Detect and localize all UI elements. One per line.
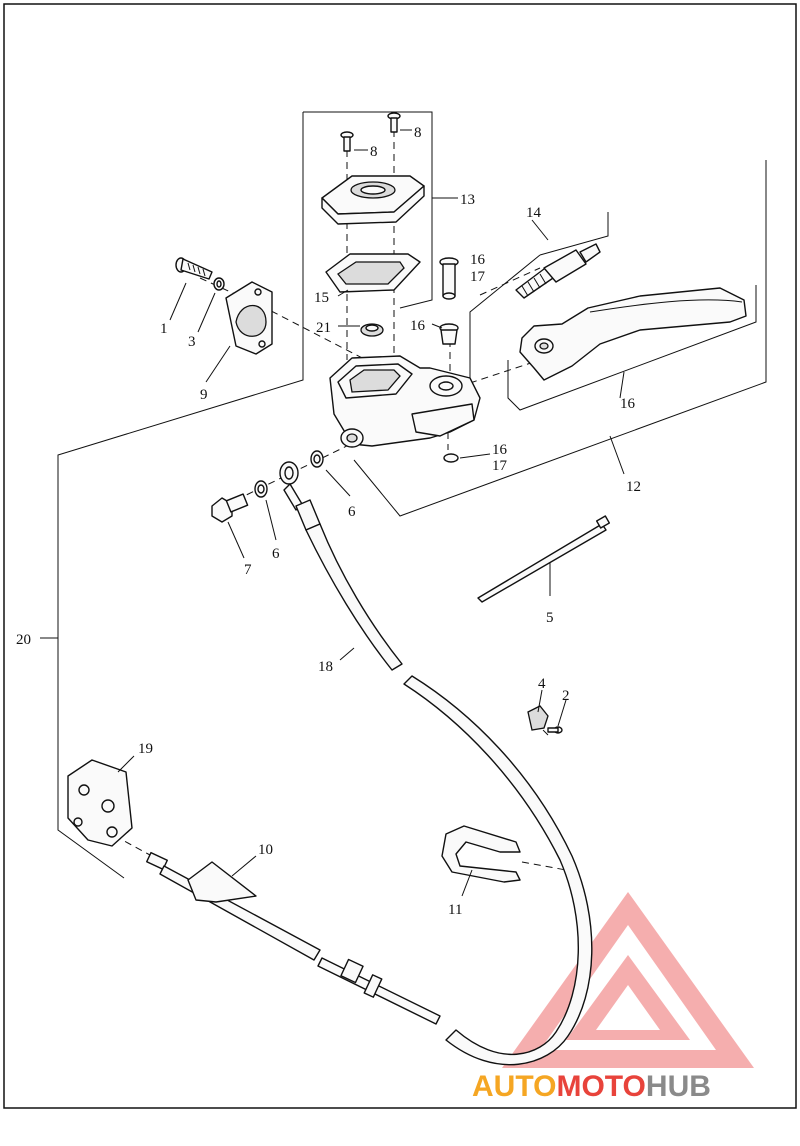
screw-8a-icon <box>340 131 354 152</box>
label-4: 4 <box>538 676 546 692</box>
assembly-outlines <box>40 111 767 879</box>
label-1: 1 <box>160 321 168 337</box>
callout-labels: 1 3 9 8 8 13 14 15 16 17 21 16 16 16 17 … <box>16 125 641 918</box>
clamp-washer-icon <box>213 277 225 291</box>
screw-8b-icon <box>387 112 401 133</box>
label-16b: 16 <box>410 318 426 334</box>
label-6b: 6 <box>272 546 280 562</box>
retaining-ring-icon <box>443 453 459 463</box>
cable-tie-icon <box>477 515 611 603</box>
label-17b: 17 <box>492 458 508 474</box>
slave-cylinder-icon <box>67 759 133 847</box>
label-20: 20 <box>16 632 31 648</box>
label-8a: 8 <box>370 144 378 160</box>
page-frame <box>3 3 797 1109</box>
callout-leaders <box>117 129 625 897</box>
label-16c: 16 <box>620 396 636 412</box>
label-16d: 16 <box>492 442 508 458</box>
label-18: 18 <box>318 659 333 675</box>
push-rod-assembly-icon <box>515 243 601 299</box>
hose-clip-icon <box>527 705 549 731</box>
clamp-screw-icon <box>175 257 213 280</box>
label-12: 12 <box>626 479 641 495</box>
cable-clamp-icon <box>441 825 521 883</box>
pivot-pin-icon <box>439 257 459 300</box>
label-10: 10 <box>258 842 273 858</box>
label-5: 5 <box>546 610 554 626</box>
watermark-text: AUTOMOTOHUB <box>472 1070 711 1103</box>
label-21: 21 <box>316 320 331 336</box>
label-8b: 8 <box>414 125 422 141</box>
label-19: 19 <box>138 741 153 757</box>
label-9: 9 <box>200 387 208 403</box>
label-15: 15 <box>314 290 329 306</box>
label-2: 2 <box>562 688 570 704</box>
watermark-logo <box>502 892 754 1068</box>
label-13: 13 <box>460 192 475 208</box>
master-cylinder-body-icon <box>329 355 481 448</box>
label-14: 14 <box>526 205 542 221</box>
clutch-lever-icon <box>519 287 747 381</box>
clutch-hose-icon <box>279 461 593 1066</box>
sight-glass-icon <box>360 323 384 337</box>
label-7: 7 <box>244 562 252 578</box>
reservoir-cover-icon <box>321 175 425 225</box>
label-17a: 17 <box>470 269 486 285</box>
label-16a: 16 <box>470 252 486 268</box>
clip-screw-icon <box>547 726 563 734</box>
sealing-washer-b-icon <box>310 450 324 468</box>
handlebar-clamp-icon <box>225 281 273 355</box>
clutch-cable-icon <box>146 851 441 1025</box>
sealing-washer-a-icon <box>254 480 268 498</box>
label-3: 3 <box>188 334 196 350</box>
diaphragm-icon <box>325 253 421 293</box>
bushing-icon <box>439 323 459 345</box>
banjo-bolt-icon <box>211 493 249 523</box>
label-11: 11 <box>448 902 462 918</box>
label-6a: 6 <box>348 504 356 520</box>
